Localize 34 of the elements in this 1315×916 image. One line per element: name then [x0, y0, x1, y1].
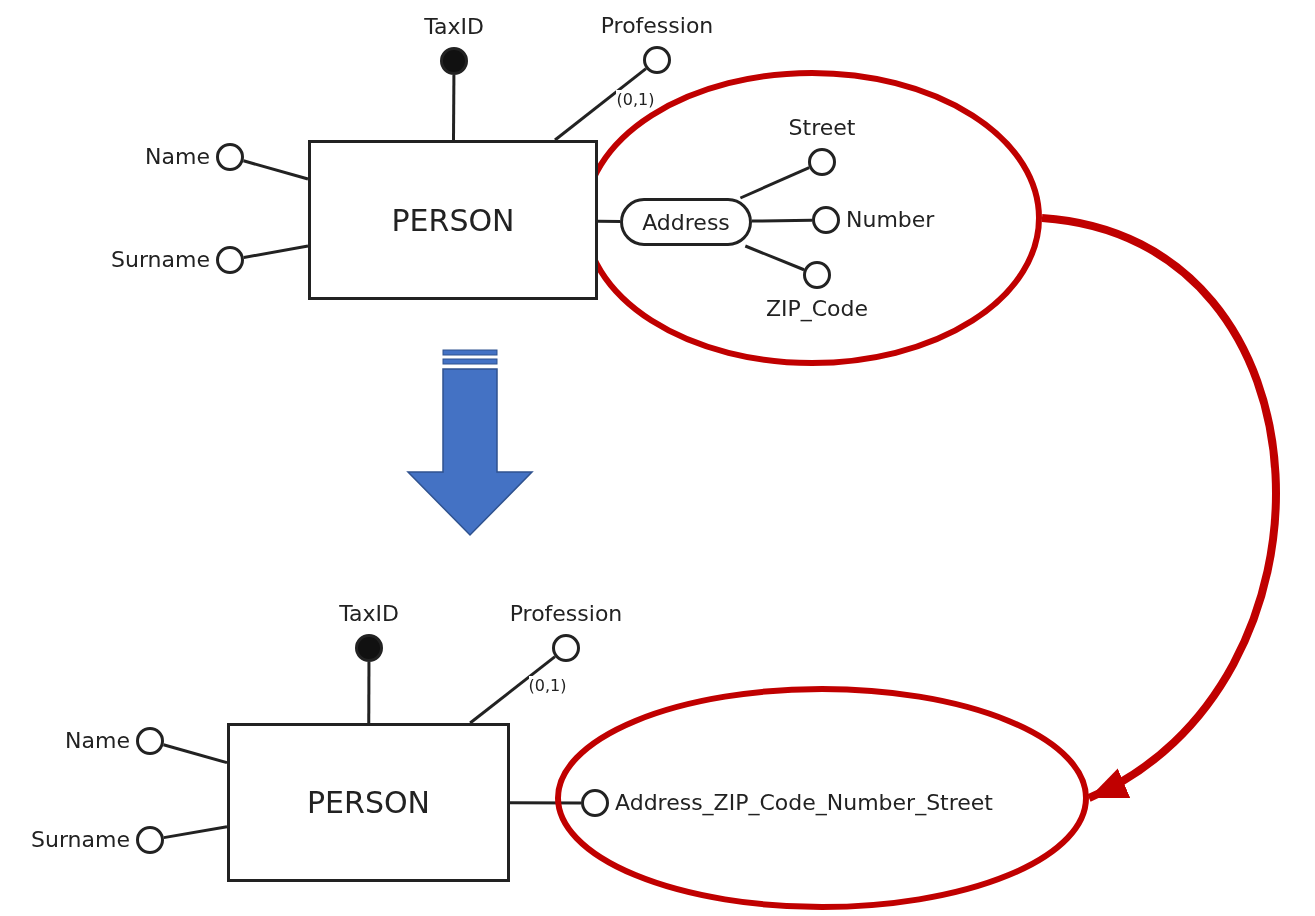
entity-name: PERSON	[307, 785, 430, 820]
connector-line	[598, 219, 620, 223]
attribute-label: Number	[846, 206, 935, 234]
attribute-label: Name	[145, 143, 210, 171]
connector-line	[469, 655, 556, 725]
entity-box	[308, 140, 598, 300]
cardinality-label: (0,1)	[616, 90, 655, 111]
connector-line	[243, 244, 309, 259]
connector-line	[554, 67, 647, 142]
attribute-label: Address_ZIP_Code_Number_Street	[615, 789, 993, 817]
attribute-label: Profession	[600, 12, 714, 40]
connector-line	[163, 825, 228, 840]
attribute-label: Street	[788, 114, 856, 142]
attribute-label: Surname	[31, 826, 130, 854]
attribute-label: ZIP_Code	[765, 295, 869, 323]
cardinality-label: (0,1)	[528, 675, 567, 696]
attribute-label: TaxID	[339, 600, 399, 628]
entity-name: PERSON	[391, 202, 515, 238]
connector-line	[163, 743, 228, 765]
attribute-label: Profession	[509, 600, 623, 628]
connector-line	[510, 801, 581, 805]
entity-box	[227, 723, 510, 882]
composite-attribute-box	[620, 198, 752, 246]
attribute-label: TaxID	[424, 13, 484, 41]
attribute-label: Surname	[111, 246, 210, 274]
connector-line	[243, 159, 309, 181]
connector-line	[367, 662, 371, 723]
connector-line	[751, 218, 813, 223]
attribute-label: Address	[642, 209, 730, 235]
connector-line	[739, 166, 810, 200]
connector-line	[744, 244, 805, 272]
arrow	[1041, 214, 1280, 802]
attribute-label: Name	[65, 727, 130, 755]
connector-line	[452, 75, 456, 140]
